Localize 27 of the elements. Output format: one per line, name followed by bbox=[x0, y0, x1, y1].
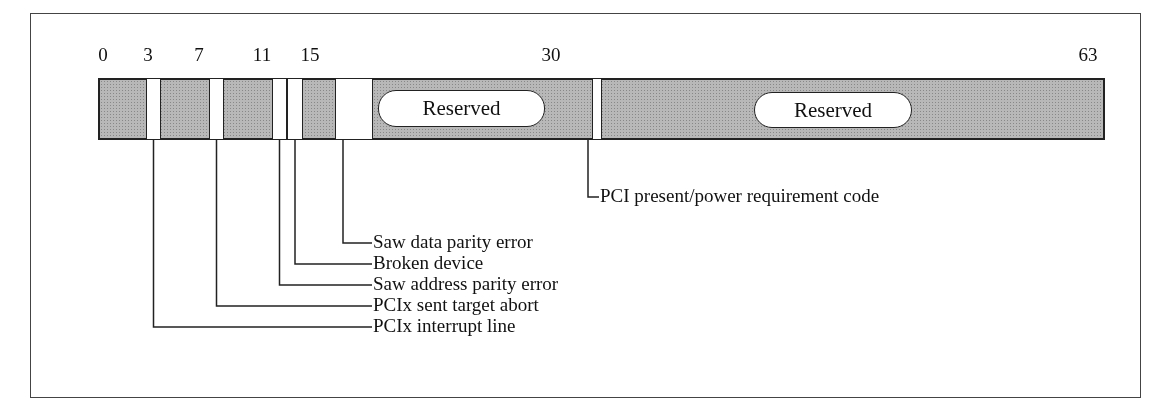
bit-field bbox=[146, 78, 161, 140]
field-label: PCI present/power requirement code bbox=[600, 185, 880, 207]
bit-number: 30 bbox=[541, 44, 561, 66]
bit-number: 7 bbox=[194, 44, 204, 66]
bit-number: 15 bbox=[300, 44, 320, 66]
reserved-pill: Reserved bbox=[378, 90, 545, 127]
leader-line bbox=[215, 139, 373, 307]
bit-field bbox=[209, 78, 224, 140]
leader-line bbox=[294, 139, 373, 265]
bit-field bbox=[287, 78, 303, 140]
field-label: PCIx sent target abort bbox=[373, 294, 539, 316]
bit-field bbox=[335, 78, 373, 140]
reserved-pill: Reserved bbox=[754, 92, 912, 128]
bit-field bbox=[592, 78, 602, 140]
leader-line bbox=[152, 139, 373, 328]
field-label: PCIx interrupt line bbox=[373, 315, 516, 337]
bit-field bbox=[272, 78, 287, 140]
bit-number: 63 bbox=[1078, 44, 1098, 66]
bit-number: 11 bbox=[252, 44, 272, 66]
leader-line bbox=[342, 139, 373, 244]
bit-number: 0 bbox=[98, 44, 108, 66]
field-label: Saw data parity error bbox=[373, 231, 533, 253]
leader-line bbox=[278, 139, 373, 286]
field-label: Saw address parity error bbox=[373, 273, 559, 295]
leader-line bbox=[587, 139, 600, 198]
bit-number: 3 bbox=[143, 44, 153, 66]
field-label: Broken device bbox=[373, 252, 484, 274]
